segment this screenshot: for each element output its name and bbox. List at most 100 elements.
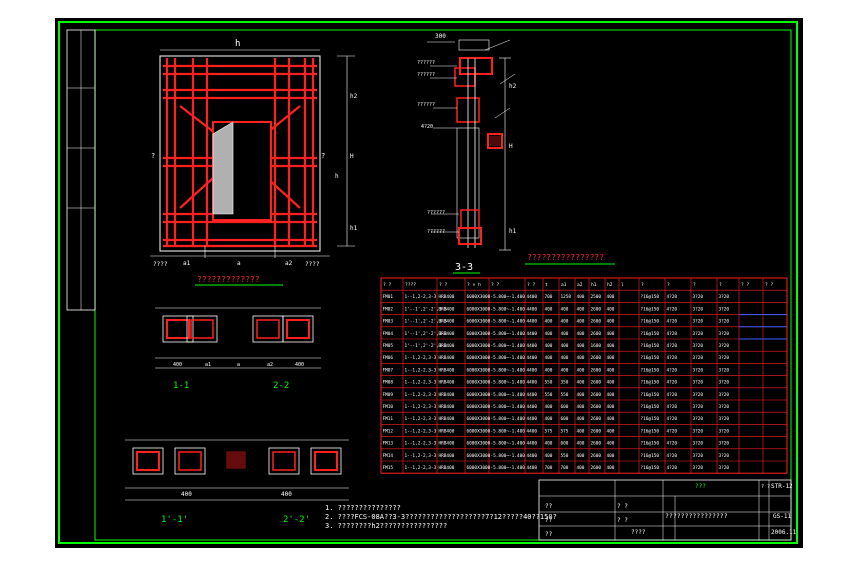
table-cell: 6000X3000 <box>467 367 491 373</box>
svg-text:h2: h2 <box>509 83 517 90</box>
table-cell: 4400 <box>527 392 538 398</box>
table-cell: 400 <box>577 294 585 300</box>
table-cell: HRB400 <box>439 331 455 337</box>
table-cell: 3?20 <box>719 404 730 410</box>
table-cell: 2600 <box>591 331 602 337</box>
general-notes: 1. ??????????????? 2. ????FCS-08A??3-3??… <box>325 504 557 530</box>
table-cell: -5.800~-1.400 <box>491 319 526 325</box>
table-cell: 4?20 <box>667 441 678 447</box>
titleblock-sheet-no: GS-11 <box>773 513 791 520</box>
table-cell: 3?20 <box>719 453 730 459</box>
table-cell: HRB400 <box>439 441 455 447</box>
table-cell: 4400 <box>527 465 538 471</box>
table-cell: 1--1,2-2,3-3 <box>405 294 437 300</box>
table-cell: -5.800~-1.400 <box>491 465 526 471</box>
table-cell: 400 <box>607 331 615 337</box>
table-header-cell: ? <box>719 282 722 288</box>
table-cell: 3?20 <box>719 416 730 422</box>
table-cell: 1--1,2-2,3-3 <box>405 428 437 434</box>
table-cell: 4400 <box>527 380 538 386</box>
cad-viewport[interactable]: h <box>55 18 803 548</box>
table-cell: 400 <box>607 428 615 434</box>
table-cell: 400 <box>607 343 615 349</box>
table-cell: HRB400 <box>439 416 455 422</box>
table-cell: 2600 <box>591 441 602 447</box>
titleblock-drawing-name: ???????????????? <box>665 512 728 520</box>
table-cell: HRB400 <box>439 294 455 300</box>
svg-text:400: 400 <box>295 362 304 368</box>
table-cell: 6000X3000 <box>467 465 491 471</box>
table-cell: ?16@150 <box>641 306 660 312</box>
table-cell: 400 <box>545 404 553 410</box>
table-cell: 550 <box>545 380 553 386</box>
table-row-id: FM13 <box>383 441 394 447</box>
table-cell: 3?20 <box>719 343 730 349</box>
section-1p-label: 1'-1' <box>161 515 188 525</box>
table-header-cell: ? × h <box>467 282 481 288</box>
table-header-cell: ? ? <box>439 282 448 288</box>
table-cell: 3?20 <box>693 331 704 337</box>
svg-text:H: H <box>350 153 354 160</box>
table-cell: 400 <box>545 367 553 373</box>
section-1-1-label: 1-1 <box>173 381 189 391</box>
table-cell: 400 <box>577 465 585 471</box>
table-cell: -5.800~-1.400 <box>491 392 526 398</box>
table-cell: -5.800~-1.400 <box>491 331 526 337</box>
table-cell: 400 <box>577 319 585 325</box>
table-cell: HRB400 <box>439 355 455 361</box>
table-cell: 3?20 <box>693 355 704 361</box>
table-cell: 3?20 <box>719 465 730 471</box>
table-cell: 4?20 <box>667 404 678 410</box>
table-cell: HRB400 <box>439 392 455 398</box>
table-cell: 3?20 <box>693 465 704 471</box>
table-cell: 2600 <box>591 465 602 471</box>
table-cell: 6000X3000 <box>467 416 491 422</box>
table-cell: 4?20 <box>667 355 678 361</box>
table-cell: 400 <box>561 306 569 312</box>
table-cell: 1--1,2-2,3-3 <box>405 404 437 410</box>
table-header-cell: h2 <box>607 282 613 288</box>
table-cell: 1--1,2-2,3-3 <box>405 392 437 398</box>
table-cell: -5.800~-1.400 <box>491 294 526 300</box>
table-cell: 400 <box>577 404 585 410</box>
svg-text:h: h <box>335 173 339 180</box>
table-cell: 6000X3000 <box>467 331 491 337</box>
table-cell: 2600 <box>591 392 602 398</box>
table-cell: 2600 <box>591 453 602 459</box>
table-cell: 2600 <box>591 355 602 361</box>
table-cell: 600 <box>561 441 569 447</box>
plan-dim-a: a <box>237 362 240 368</box>
table-cell: 550 <box>545 392 553 398</box>
table-cell: 3?20 <box>719 331 730 337</box>
table-cell: 2600 <box>591 428 602 434</box>
table-header-cell: ? <box>641 282 644 288</box>
table-cell: 400 <box>577 380 585 386</box>
table-row-id: FM11 <box>383 416 394 422</box>
table-cell: 400 <box>607 294 615 300</box>
table-header-cell: ? ? <box>383 282 392 288</box>
table-cell: 400 <box>577 416 585 422</box>
table-cell: 3?20 <box>693 294 704 300</box>
table-row-id: FM01 <box>383 294 394 300</box>
table-row-id: FM15 <box>383 465 394 471</box>
table-cell: 4?20 <box>667 367 678 373</box>
table-cell: ?16@150 <box>641 343 660 349</box>
table-cell: 3?20 <box>693 416 704 422</box>
svg-text:????: ???? <box>305 261 320 268</box>
table-row-id: FM10 <box>383 404 394 410</box>
dim-400-a: 400 <box>181 491 192 498</box>
table-cell: HRB400 <box>439 306 455 312</box>
table-cell: 400 <box>607 465 615 471</box>
table-cell: 4?20 <box>667 294 678 300</box>
table-header-cell: a1 <box>561 282 567 288</box>
svg-text:a2: a2 <box>267 362 273 368</box>
table-cell: 4400 <box>527 355 538 361</box>
table-cell: ?16@150 <box>641 319 660 325</box>
table-cell: 400 <box>545 343 553 349</box>
table-cell: 400 <box>577 367 585 373</box>
note-3: 3. ????????h2???????????????? <box>325 522 447 530</box>
table-cell: 6000X3000 <box>467 404 491 410</box>
table-cell: 4?20 <box>667 416 678 422</box>
table-row-id: FM03 <box>383 319 394 325</box>
table-cell: 4?20 <box>667 428 678 434</box>
